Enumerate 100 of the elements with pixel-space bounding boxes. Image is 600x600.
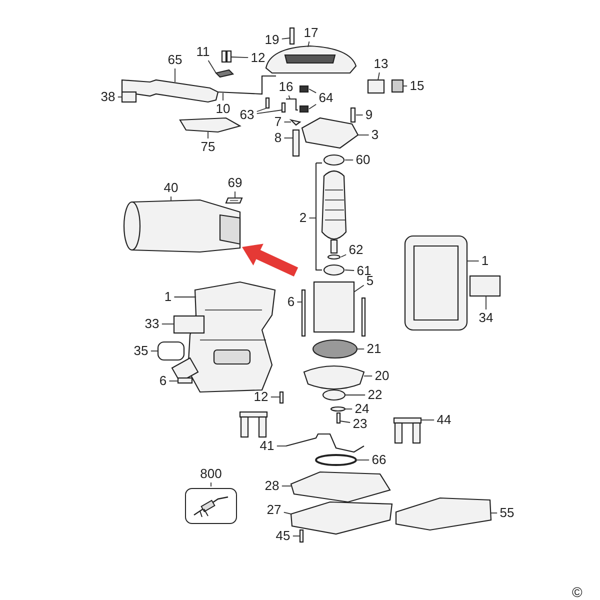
wire-loop-drawing — [286, 98, 298, 111]
fan-drawing — [312, 339, 358, 359]
brush-drawing — [299, 105, 309, 113]
callout-number: 20 — [374, 369, 390, 383]
callout-number: 2 — [298, 211, 308, 225]
ring-drawing — [315, 454, 357, 466]
callout-number: 1 — [480, 254, 490, 268]
screw-drawing — [279, 391, 284, 404]
callout-number: 62 — [348, 243, 364, 257]
callout-number: 64 — [318, 91, 334, 105]
base-plate-drawing — [395, 497, 492, 531]
washer-drawing — [327, 254, 341, 260]
leader-line — [230, 56, 249, 58]
callout-number: 13 — [372, 57, 390, 71]
callout-number: 12 — [250, 51, 266, 65]
callout-number: 23 — [352, 417, 368, 431]
gasket-drawing — [157, 341, 185, 361]
leader-line — [340, 420, 351, 423]
brush-holder-drawing — [292, 129, 300, 157]
brush-drawing — [299, 85, 309, 93]
callout-number: 35 — [132, 344, 150, 358]
wire-drawing — [218, 75, 276, 95]
callout-number: 9 — [364, 108, 374, 122]
spring-wire-drawing — [286, 433, 364, 453]
callout-number: 75 — [200, 140, 216, 154]
callout-number: 10 — [214, 102, 232, 116]
leader-line — [234, 191, 236, 198]
cover-drawing — [265, 45, 357, 74]
housing-drawing — [404, 235, 468, 331]
shroud-drawing — [303, 365, 365, 390]
leader-line — [466, 260, 480, 262]
callout-number: 69 — [226, 176, 244, 190]
leader-line — [308, 88, 317, 94]
rod-drawing — [301, 289, 306, 337]
callout-number: 44 — [436, 413, 452, 427]
stator-drawing — [313, 281, 355, 333]
callout-number: 5 — [365, 274, 375, 288]
leader-line — [288, 95, 290, 100]
callout-number: 17 — [302, 26, 320, 40]
foot-drawing — [393, 417, 422, 444]
terminal-pin-drawing — [265, 97, 270, 109]
leader-line — [174, 68, 176, 82]
copyright-mark: © — [572, 585, 582, 599]
screw-drawing — [289, 27, 295, 45]
leader-line — [308, 104, 317, 110]
callout-number: 41 — [258, 439, 276, 453]
leader-line — [256, 108, 268, 112]
leader-line — [356, 348, 365, 350]
callout-number: 8 — [273, 131, 283, 145]
screw-drawing — [177, 377, 193, 384]
switch-drawing — [367, 79, 385, 94]
callout-number: 3 — [370, 128, 380, 142]
callout-number: 34 — [478, 311, 494, 325]
callout-number: 33 — [144, 317, 160, 331]
bearing-drawing — [323, 264, 345, 276]
inset-box — [185, 488, 237, 524]
callout-number: 1 — [163, 290, 173, 304]
callout-number: 24 — [354, 402, 370, 416]
brush-plate-drawing — [301, 117, 359, 149]
screw-pair-drawing — [221, 50, 232, 63]
callout-number: 28 — [264, 479, 280, 493]
callout-number: 6 — [286, 295, 296, 309]
leader-line — [344, 394, 366, 396]
switch-cap-drawing — [391, 79, 404, 93]
leader-line — [270, 396, 280, 398]
callout-number: 12 — [252, 390, 270, 404]
callout-number: 27 — [266, 503, 282, 517]
pad-drawing — [290, 501, 393, 535]
callout-number: 6 — [158, 374, 168, 388]
leader-line — [344, 408, 353, 410]
handle-drawing — [121, 79, 219, 103]
sticker-drawing — [173, 315, 205, 334]
callout-number: 800 — [198, 467, 224, 481]
screw-drawing — [350, 107, 356, 123]
sticker-drawing — [225, 197, 243, 204]
callout-number: 60 — [354, 153, 372, 167]
callout-number: 65 — [166, 53, 184, 67]
leader-line — [308, 41, 310, 48]
clip-drawing — [214, 69, 234, 78]
leader-line — [256, 110, 282, 114]
callout-number: 15 — [408, 79, 426, 93]
leader-line — [340, 254, 347, 258]
leader-line — [344, 270, 355, 271]
block-arrow — [242, 244, 298, 276]
washer-drawing — [330, 406, 346, 412]
leader-line — [378, 72, 380, 80]
leader-line — [358, 134, 370, 136]
leader-line — [283, 512, 292, 514]
bearing-drawing — [322, 389, 346, 401]
platen-drawing — [290, 471, 391, 503]
leader-line — [168, 380, 178, 382]
switch-plate-drawing — [179, 117, 242, 133]
leader-line — [208, 60, 216, 74]
leader-line — [281, 38, 290, 40]
callout-number: 11 — [194, 45, 212, 59]
screw-drawing — [299, 529, 304, 543]
leader-line — [117, 96, 122, 98]
housing-drawing — [171, 281, 276, 393]
sticker-drawing — [121, 91, 137, 103]
screw-drawing — [336, 412, 341, 424]
